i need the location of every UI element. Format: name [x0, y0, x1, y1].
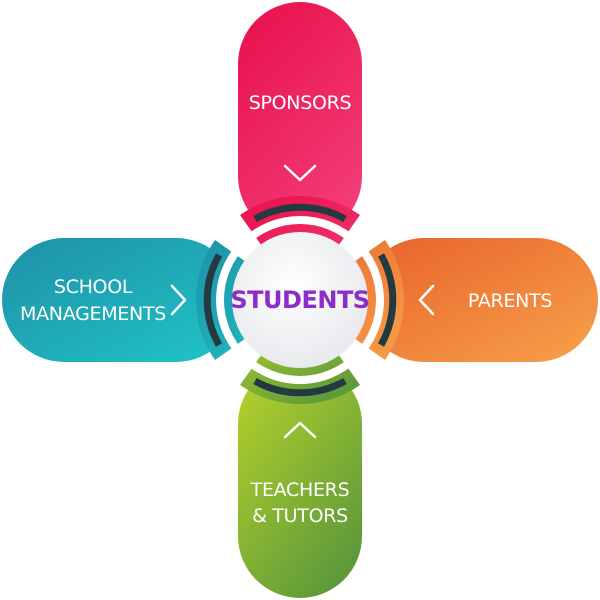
center-label: STUDENTS	[230, 286, 369, 314]
chevron-down-icon	[283, 164, 317, 182]
white-gap-ring	[216, 216, 384, 384]
dark-ring	[203, 203, 397, 397]
school-label-line1: SCHOOL	[54, 276, 133, 298]
center-disc	[232, 232, 368, 368]
sponsors-label: SPONSORS	[249, 92, 352, 114]
teachers-label-line2: & TUTORS	[252, 505, 348, 527]
chevron-up-icon	[283, 421, 317, 439]
arm-top-sponsors	[238, 2, 362, 238]
arm-bottom-teachers	[238, 362, 362, 598]
arm-right-parents	[362, 238, 598, 362]
parents-label: PARENTS	[468, 290, 552, 312]
arm-left-sponsors-school	[2, 238, 238, 362]
school-label-line2: MANAGEMENTS	[20, 303, 166, 325]
chevron-left-icon	[418, 284, 435, 316]
teachers-label-line1: TEACHERS	[250, 479, 350, 501]
chevron-right-icon	[170, 284, 187, 316]
